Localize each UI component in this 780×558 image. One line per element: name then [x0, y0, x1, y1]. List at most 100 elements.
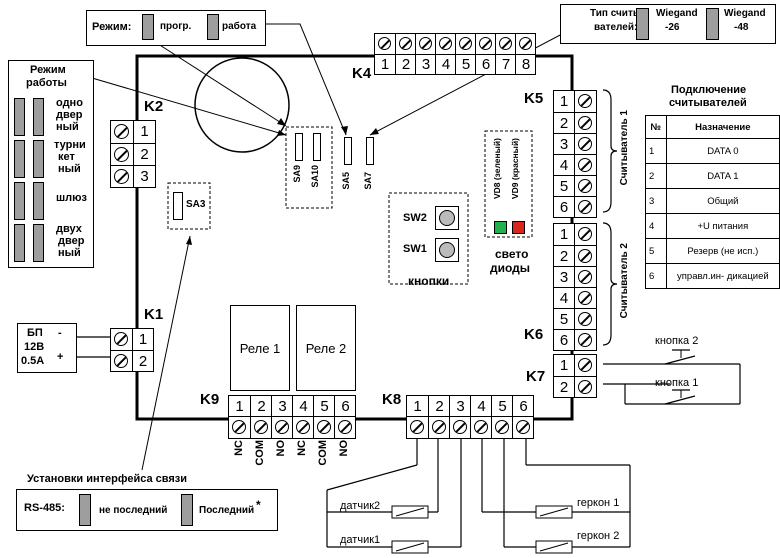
reader-type-legend: [560, 4, 776, 44]
terminal-pin: 2: [250, 396, 272, 438]
jumper-icon: [33, 182, 44, 220]
row-number: 2: [645, 163, 667, 189]
mode-right-label: работа: [222, 21, 257, 32]
row-number: 5: [645, 238, 667, 264]
k9-contact-label: NC: [233, 440, 245, 456]
k1-label: K1: [144, 306, 164, 323]
terminal-pin: 2: [554, 376, 596, 398]
pin-number: 1: [407, 396, 428, 417]
arrow-workmode: [91, 77, 287, 136]
k8-label: K8: [382, 391, 402, 408]
screw-icon: [479, 37, 492, 50]
terminal-pin: 3: [271, 396, 293, 438]
mode-item-3: шлюз: [56, 192, 88, 204]
terminal-pin: 8: [515, 34, 536, 74]
pin-number: 2: [251, 396, 272, 417]
screw-icon: [114, 147, 129, 162]
k5-label: K5: [524, 90, 544, 107]
terminal-pin: 2: [428, 396, 450, 438]
row-purpose: DATA 1: [665, 163, 780, 189]
pin-number: 2: [133, 144, 155, 166]
mode-item-1: ный: [56, 121, 79, 133]
screw-icon: [410, 420, 424, 434]
jumper-sa5-pins: [344, 137, 352, 165]
screw-icon: [114, 332, 128, 346]
pin-number: 2: [554, 246, 575, 267]
pin-number: 6: [554, 197, 575, 218]
row-purpose: Общий: [665, 188, 780, 214]
terminal-pin: 2: [554, 245, 596, 267]
power-line2: 12В: [24, 341, 45, 353]
screw-icon: [474, 420, 488, 434]
terminal-pin: 1: [111, 329, 153, 350]
terminal-pin: 3: [554, 266, 596, 288]
pin-number: 3: [133, 166, 155, 188]
arrow-mode-sa5: [256, 23, 347, 136]
screw-icon: [578, 312, 592, 326]
mode-item-4: двер: [58, 235, 85, 247]
reed1-label: геркон 1: [577, 497, 620, 509]
table-title-2: считывателей: [669, 97, 747, 109]
k9-contact-label: NO: [338, 440, 350, 457]
pin-number: 3: [554, 267, 575, 288]
terminal-pin: 5: [491, 396, 513, 438]
sw2-button: [435, 206, 459, 230]
screw-icon: [519, 37, 532, 50]
sa10-label: SA10: [310, 165, 320, 188]
mode-title: Режим:: [92, 21, 132, 33]
pin-number: 6: [513, 396, 534, 417]
k6-label: K6: [524, 326, 544, 343]
arrow-mode-sa9: [151, 39, 287, 127]
terminal-pin: 5: [554, 175, 596, 197]
leds-caption-1: свето: [495, 247, 529, 261]
footnote-star: *: [256, 498, 261, 512]
screw-icon: [578, 249, 592, 263]
pin-number: 5: [554, 176, 575, 197]
screw-icon: [296, 420, 310, 434]
mode-item-2: турни: [54, 139, 86, 151]
pin-number: 5: [554, 309, 575, 330]
k9-contact-label: COM: [254, 440, 266, 466]
row-number: 3: [645, 188, 667, 214]
sw1-label: SW1: [403, 243, 427, 255]
terminal-pin: 6: [554, 196, 596, 218]
terminal-pin: 1: [375, 34, 395, 74]
leds-caption-2: диоды: [490, 261, 531, 275]
pin-number: 1: [554, 355, 575, 376]
mode-item-2: ный: [58, 163, 81, 175]
terminal-pin: 1: [229, 396, 250, 438]
mode-item-2: кет: [58, 151, 75, 163]
terminal-pin: 1: [407, 396, 428, 438]
table-row: 4+U питания: [645, 213, 780, 239]
mode-item-4: ный: [58, 247, 81, 259]
screw-icon: [317, 420, 331, 434]
sensor2-label: датчик2: [340, 500, 381, 512]
reader1-label: Считыватель 1: [619, 110, 630, 186]
k9-contact-label: NC: [296, 440, 308, 456]
screw-icon: [459, 37, 472, 50]
screw-icon: [114, 354, 128, 368]
mode-item-4: двух: [56, 223, 82, 235]
screw-icon: [578, 380, 592, 394]
mode-left-label: прогр.: [160, 21, 192, 32]
sw1-button: [435, 238, 459, 262]
pin-number: 1: [554, 91, 575, 112]
jumper-open-icon: [142, 14, 154, 40]
jumper-icon: [14, 98, 25, 136]
screw-icon: [578, 270, 592, 284]
screw-icon: [578, 358, 592, 372]
terminal-pin: 4: [292, 396, 314, 438]
terminal-pin: 1: [554, 224, 596, 245]
screw-icon: [578, 291, 592, 305]
green-led: [494, 221, 507, 234]
screw-icon: [578, 333, 592, 347]
pin-number: 1: [132, 329, 153, 350]
terminal-pin: 7: [495, 34, 516, 74]
screw-icon: [453, 420, 467, 434]
power-minus: -: [58, 327, 62, 339]
